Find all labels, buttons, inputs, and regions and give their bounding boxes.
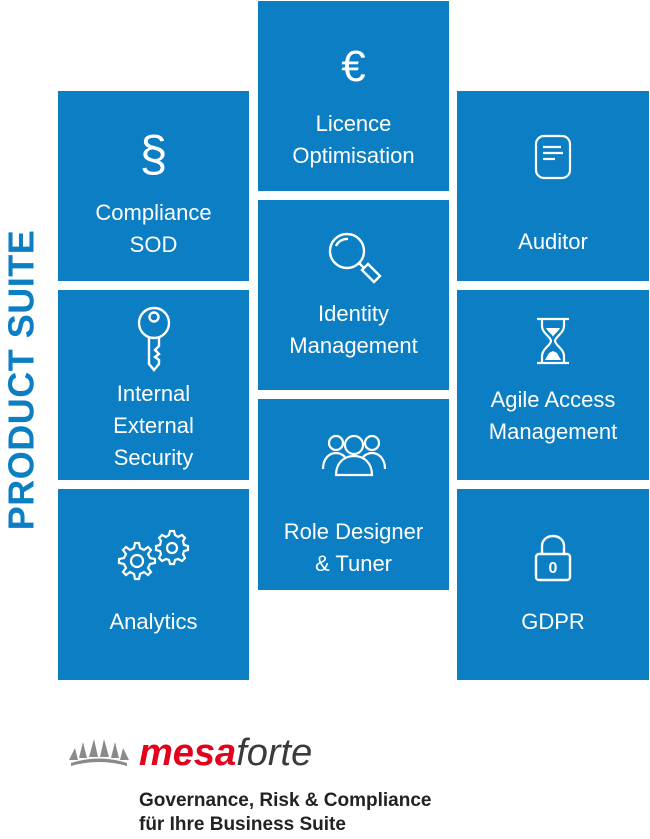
- tile-identity-management-label: Identity Management: [289, 301, 418, 358]
- gears-icon: [58, 529, 249, 585]
- tile-internal-external-security-label: Internal External Security: [113, 381, 194, 470]
- tile-identity-management[interactable]: Identity Management: [258, 200, 449, 390]
- product-suite-title-text: PRODUCT SUITE: [0, 229, 42, 531]
- brand-name-part1: mesa: [139, 732, 237, 774]
- padlock-icon: 0: [457, 533, 649, 583]
- magnifier-icon: [258, 230, 449, 286]
- tile-auditor-label: Auditor: [518, 229, 588, 254]
- tile-analytics[interactable]: Analytics: [58, 489, 249, 680]
- tile-gdpr[interactable]: 0 GDPR: [457, 489, 649, 680]
- tile-auditor[interactable]: Auditor: [457, 91, 649, 281]
- mesaforte-logo: mesaforte: [67, 730, 312, 776]
- tagline: Governance, Risk & Compliance für Ihre B…: [139, 789, 432, 837]
- brand-name: mesaforte: [139, 734, 312, 772]
- tile-role-designer-tuner-label: Role Designer & Tuner: [283, 519, 424, 576]
- padlock-digit: 0: [549, 560, 558, 577]
- group-icon: [258, 431, 449, 477]
- section-sign-glyph: §: [139, 126, 168, 182]
- tile-agile-access-management[interactable]: Agile Access Management: [457, 290, 649, 480]
- tile-agile-access-management-label: Agile Access Management: [488, 387, 618, 444]
- tile-licence-optimisation[interactable]: € Licence Optimisation: [258, 1, 449, 191]
- hourglass-icon: [457, 316, 649, 366]
- tagline-line2: für Ihre Business Suite: [139, 814, 346, 835]
- crown-logo-icon: [69, 739, 129, 766]
- brand-name-part2: forte: [236, 732, 313, 774]
- section-sign-icon: §: [58, 129, 249, 179]
- key-icon: [58, 306, 249, 372]
- euro-icon: €: [258, 45, 449, 89]
- product-suite-title: PRODUCT SUITE: [0, 210, 42, 550]
- tile-role-designer-tuner[interactable]: Role Designer & Tuner: [258, 399, 449, 590]
- tile-compliance-sod-label: Compliance SOD: [95, 200, 212, 257]
- tagline-line1: Governance, Risk & Compliance: [139, 790, 432, 811]
- tile-licence-optimisation-label: Licence Optimisation: [292, 111, 415, 168]
- euro-glyph: €: [341, 42, 366, 91]
- tile-gdpr-label: GDPR: [521, 609, 585, 634]
- document-icon: [457, 133, 649, 181]
- tile-compliance-sod[interactable]: § Compliance SOD: [58, 91, 249, 281]
- tile-analytics-label: Analytics: [109, 609, 198, 634]
- tile-internal-external-security[interactable]: Internal External Security: [58, 290, 249, 480]
